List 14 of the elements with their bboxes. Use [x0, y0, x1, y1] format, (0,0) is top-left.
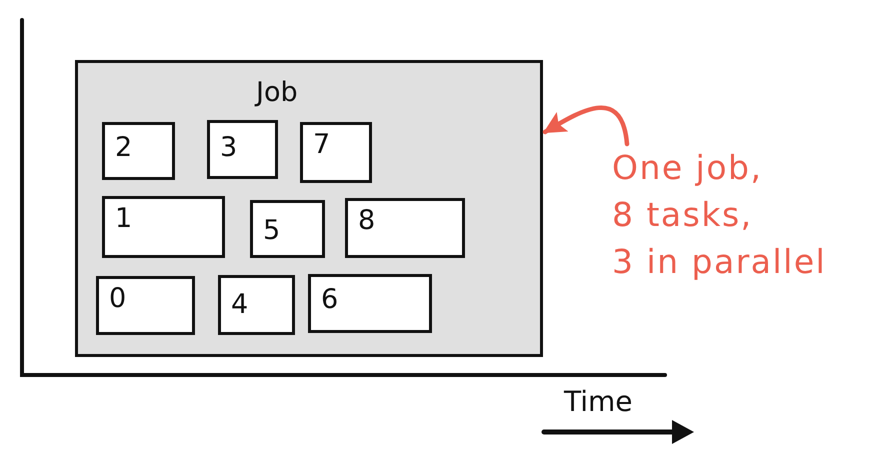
- task-box: 6: [308, 274, 432, 333]
- job-box: [75, 60, 543, 357]
- task-box: 5: [250, 200, 325, 258]
- axis-label: Time: [564, 388, 633, 416]
- annotation-text: One job, 8 tasks, 3 in parallel: [612, 144, 864, 289]
- curved-arrow: [542, 106, 630, 146]
- task-box: 1: [102, 196, 225, 258]
- task-box: 2: [102, 122, 175, 180]
- group-heading: Job: [256, 79, 298, 106]
- task-box: 8: [345, 198, 465, 258]
- task-box: 3: [207, 120, 278, 179]
- task-box: 7: [300, 122, 372, 183]
- task-box: 4: [218, 275, 295, 335]
- task-box: 0: [96, 276, 195, 335]
